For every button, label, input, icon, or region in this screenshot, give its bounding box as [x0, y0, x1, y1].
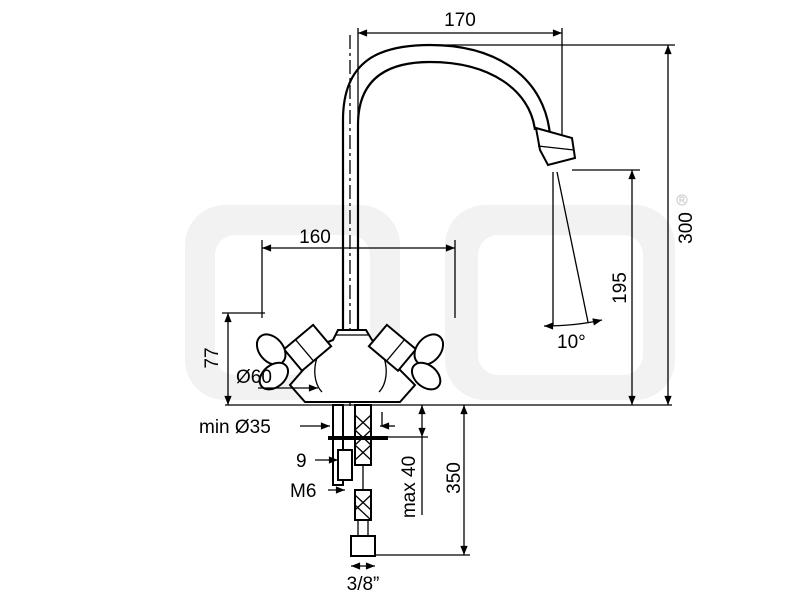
- dim-hole-diameter: min Ø35: [199, 417, 271, 438]
- dim-spout-reach: 170: [444, 10, 476, 31]
- dim-hose-length: 350: [444, 462, 465, 494]
- registered-mark-icon: [676, 194, 688, 206]
- watermark-logo: [185, 194, 688, 400]
- dim-base-diameter: Ø60: [236, 367, 272, 388]
- dim-max-deck-thickness: max 40: [399, 456, 420, 518]
- dim-handle-height: 77: [202, 347, 223, 368]
- dim-outlet-height: 195: [610, 272, 631, 304]
- dim-nut-size: 9: [296, 451, 307, 472]
- left-handle: [255, 323, 333, 391]
- dim-total-height: 300: [676, 212, 697, 244]
- dim-spray-angle: 10°: [557, 332, 586, 353]
- dim-hose-connection: 3/8”: [347, 574, 380, 595]
- dim-stud-thread: M6: [290, 481, 316, 502]
- faucet-body: [255, 323, 445, 403]
- dim-handle-spacing: 160: [299, 227, 331, 248]
- dimension-lines: [222, 28, 675, 570]
- mounting-assembly: [328, 404, 388, 557]
- right-handle: [367, 323, 445, 391]
